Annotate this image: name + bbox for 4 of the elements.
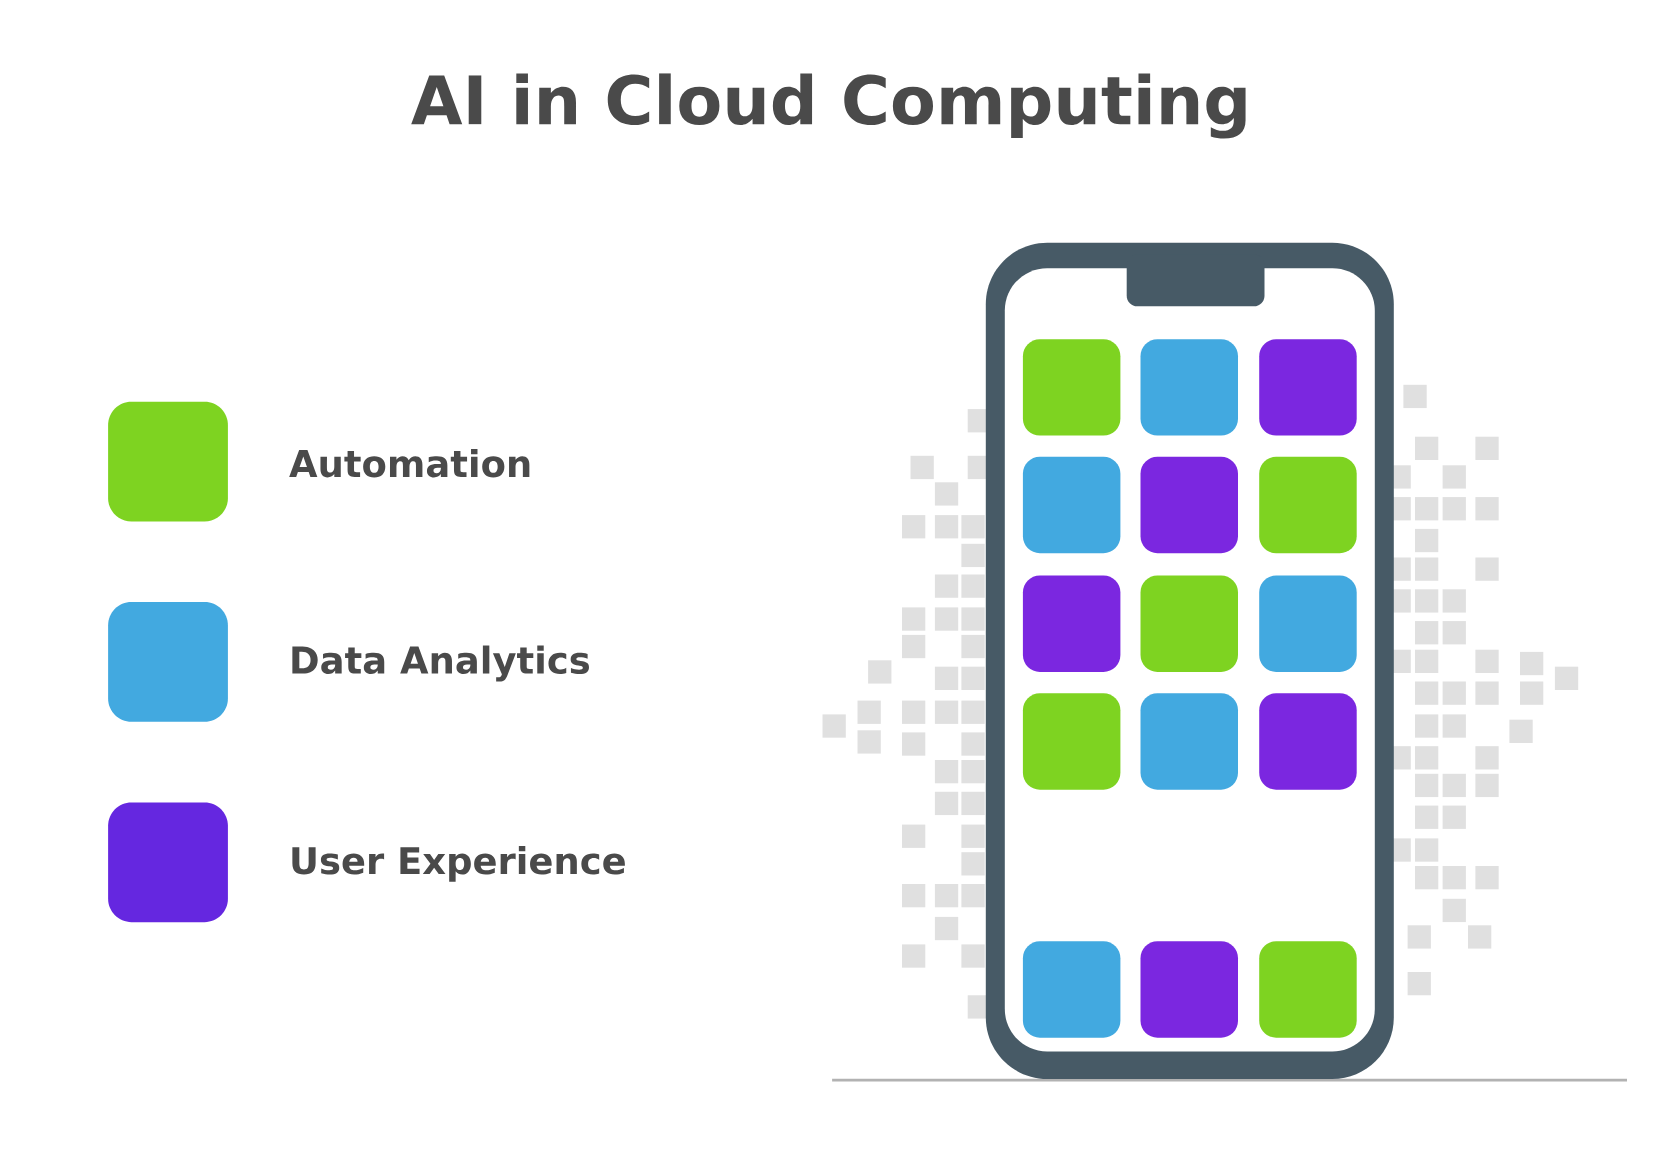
title: AI in Cloud Computing (411, 73, 1246, 139)
legend-label: Automation (289, 448, 530, 478)
legend-label: Data Analytics (292, 645, 589, 682)
legend-label: User Experience (292, 846, 625, 882)
